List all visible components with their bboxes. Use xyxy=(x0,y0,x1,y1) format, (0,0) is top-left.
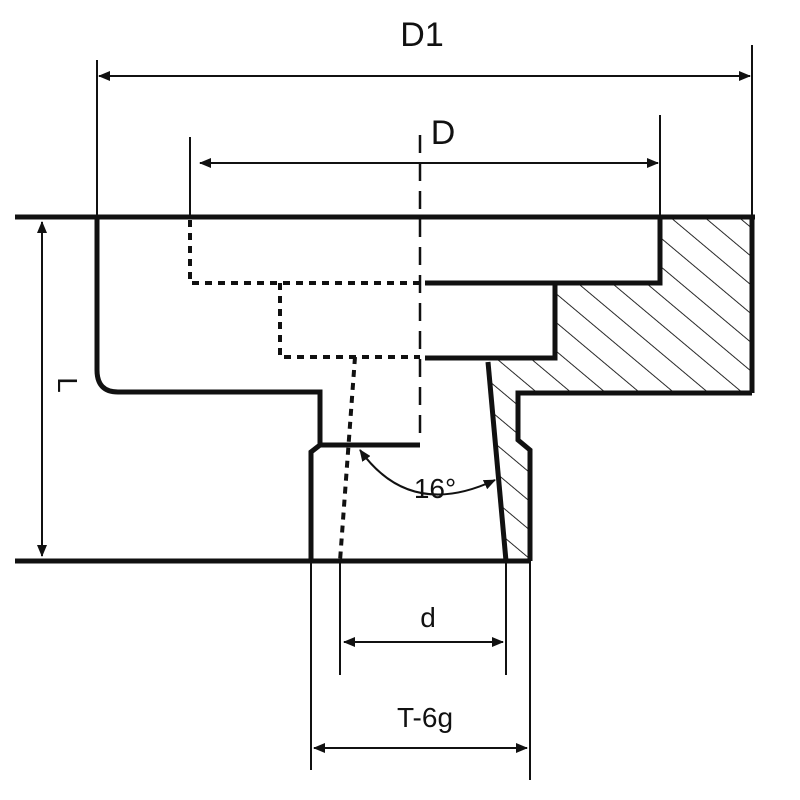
d-label: D xyxy=(431,114,456,152)
flange-underside xyxy=(515,390,752,561)
d1-label: D1 xyxy=(400,16,443,54)
l-label: L xyxy=(52,377,83,393)
hidden-step-outline xyxy=(188,220,420,359)
thread-spec-label: T-6g xyxy=(397,702,453,733)
body-outline xyxy=(94,217,323,561)
bore-step-outline xyxy=(425,217,663,361)
angle-label: 16° xyxy=(414,473,456,504)
thread-d-label: d xyxy=(420,602,436,633)
cone-bore-line xyxy=(485,361,509,562)
angle-arc xyxy=(359,449,496,496)
hidden-cone-line xyxy=(338,356,357,562)
